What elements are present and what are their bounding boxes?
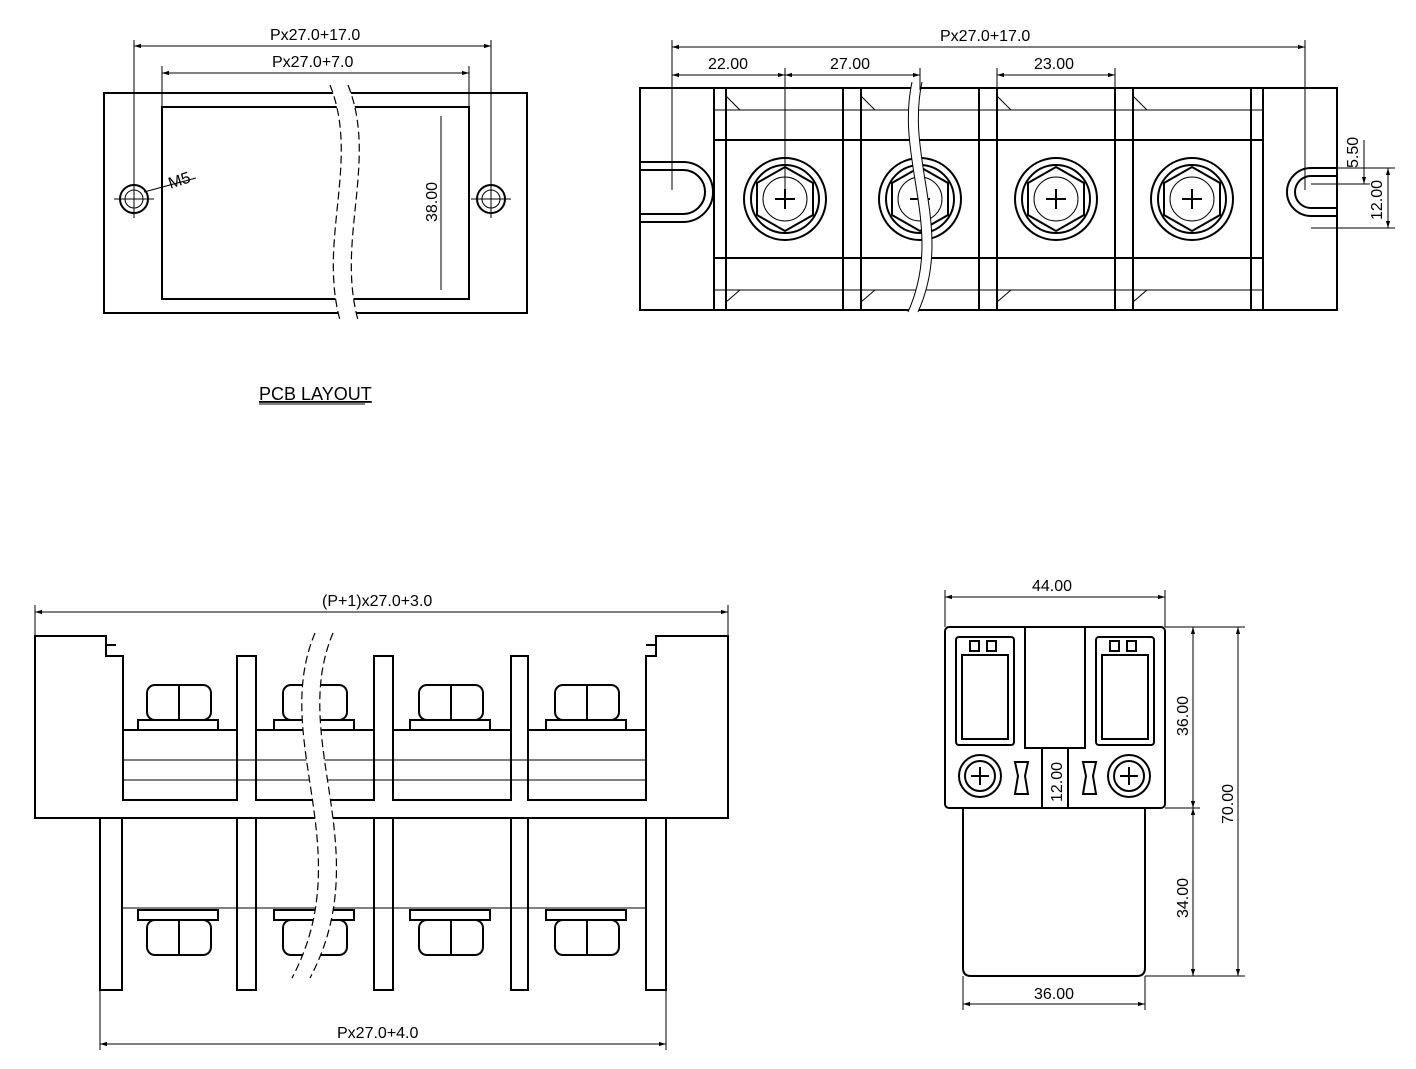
screw-heads-bottom — [137, 909, 627, 956]
dim-side-total: 70.00 — [1220, 784, 1237, 824]
screw-4 — [1150, 157, 1234, 241]
dim-slot-offset: 5.50 — [1345, 137, 1362, 168]
side-view: 44.00 36.00 34.00 70.00 12.00 36.00 — [944, 578, 1245, 1010]
dim-side-lower: 34.00 — [1175, 878, 1192, 918]
side-screw-left — [958, 754, 1002, 798]
dim-side-gap: 12.00 — [1049, 762, 1066, 802]
dim-overall: Px27.0+17.0 — [270, 27, 360, 44]
pcb-cutout — [161, 106, 470, 300]
hole-label: M5 — [166, 170, 192, 193]
dim-side-width: 44.00 — [1032, 578, 1072, 595]
dim-slot-width: 12.00 — [1369, 180, 1386, 220]
side-screw-right — [1107, 754, 1151, 798]
slot-left — [640, 169, 706, 215]
screw-heads-top — [137, 684, 627, 731]
pcb-layout-view: M5 Px27.0+17.0 Px27.0+7.0 38.00 — [103, 27, 528, 321]
slot-right — [1294, 175, 1337, 209]
dim-side-upper: 36.00 — [1175, 696, 1192, 736]
side-terminal-left — [955, 636, 1015, 746]
side-terminal-right — [1095, 636, 1155, 746]
side-lower-body — [962, 808, 1146, 977]
barriers — [725, 87, 1252, 311]
dim-last-pitch: 23.00 — [1034, 56, 1074, 73]
front-view: (P+1)x27.0+3.0 Px27.0+4.0 — [34, 593, 729, 1050]
side-center-block — [1024, 626, 1086, 749]
top-view: Px27.0+17.0 22.00 27.00 23.00 5.50 12.00 — [639, 28, 1395, 313]
pcb-layout-title: PCB LAYOUT — [259, 384, 372, 404]
dim-front-bottom: Px27.0+4.0 — [337, 1025, 419, 1042]
dim-pitch: 27.00 — [830, 56, 870, 73]
dim-overall-top: Px27.0+17.0 — [940, 28, 1030, 45]
screw-3 — [1014, 157, 1098, 241]
dim-height: 38.00 — [424, 182, 441, 222]
terminals-front — [122, 729, 647, 801]
pcb-outline — [103, 92, 528, 314]
dim-side-bottom: 36.00 — [1034, 986, 1074, 1003]
dim-inner: Px27.0+7.0 — [272, 54, 354, 71]
dim-first-pitch: 22.00 — [708, 56, 748, 73]
dim-front-top: (P+1)x27.0+3.0 — [322, 593, 432, 610]
